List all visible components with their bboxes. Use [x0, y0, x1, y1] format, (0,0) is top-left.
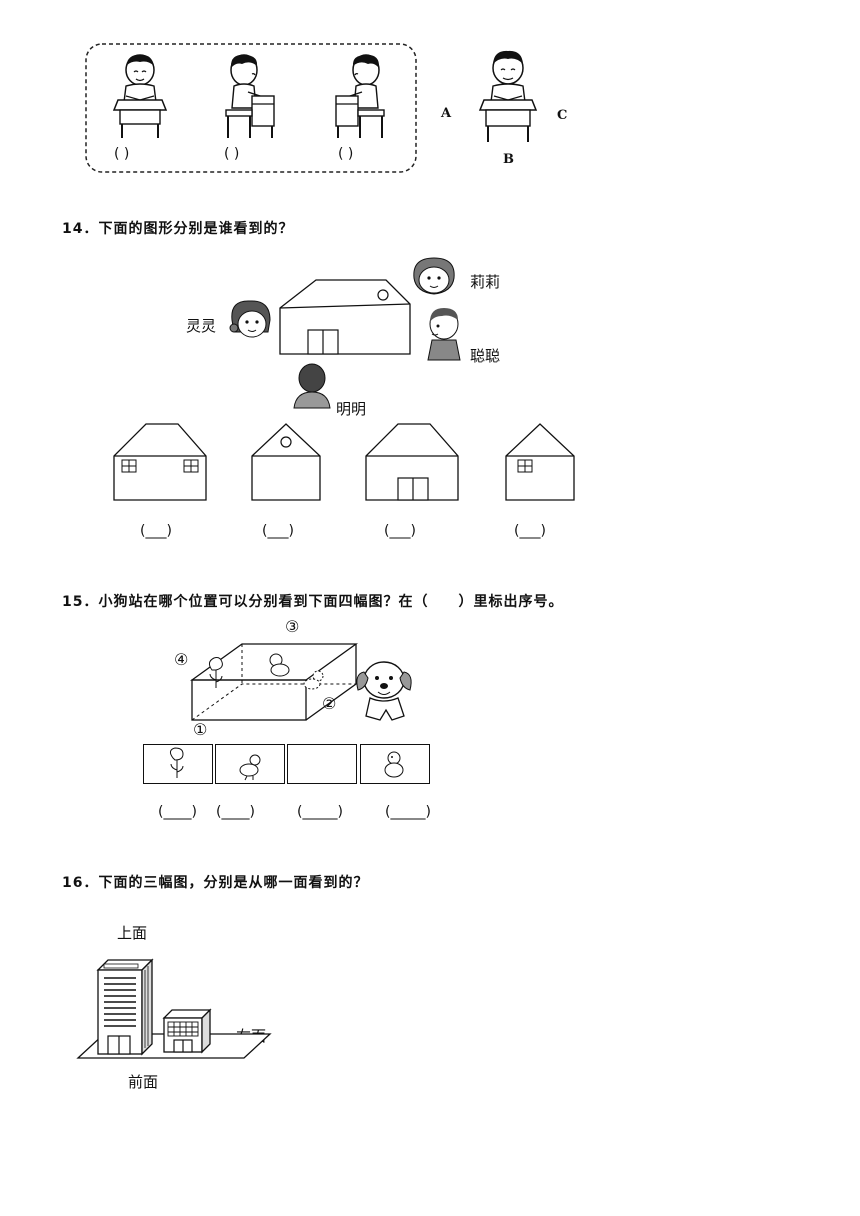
- label-front-side: 前面: [128, 1073, 159, 1091]
- view-panel-chick-front: [360, 744, 430, 784]
- house-view-gable-with-circle: [251, 423, 321, 501]
- house-3d-figure: [279, 279, 411, 355]
- position-marker-4: ④: [174, 650, 189, 669]
- answer-blank[interactable]: ( ): [114, 146, 130, 162]
- transparent-box-figure: [189, 643, 359, 721]
- answer-blank[interactable]: ( ): [338, 146, 354, 162]
- girl-lili-icon: [413, 257, 455, 295]
- name-label-congcong: 聪聪: [470, 347, 501, 365]
- question-title: 16．下面的三幅图，分别是从哪一面看到的？: [62, 875, 369, 891]
- answer-blank[interactable]: (___): [262, 523, 294, 539]
- boy-side-view-figure-mirrored: [335, 54, 385, 138]
- answer-blank[interactable]: ( ): [224, 146, 240, 162]
- question-title: 14．下面的图形分别是谁看到的？: [62, 221, 294, 237]
- answer-blank[interactable]: (_____): [297, 804, 343, 820]
- dashed-group-box: [85, 43, 417, 173]
- name-label-lingling: 灵灵: [186, 317, 217, 335]
- boy-congcong-icon: [427, 308, 461, 361]
- name-label-mingming: 明明: [336, 400, 367, 418]
- view-panel-empty: [287, 744, 357, 784]
- boy-front-view-figure: [112, 54, 168, 138]
- boy-reference-figure: [478, 50, 538, 142]
- view-panel-chick-side: [215, 744, 285, 784]
- answer-blank[interactable]: (___): [514, 523, 546, 539]
- position-marker-2: ②: [322, 694, 337, 713]
- label-top-side: 上面: [117, 924, 148, 942]
- answer-blank[interactable]: (____): [216, 804, 255, 820]
- position-label-a: A: [441, 106, 452, 121]
- view-panel-rose: [143, 744, 213, 784]
- house-view-gable-with-window: [505, 423, 575, 501]
- answer-blank[interactable]: (____): [158, 804, 197, 820]
- answer-blank[interactable]: (_____): [385, 804, 431, 820]
- house-view-side-two-windows: [113, 423, 207, 501]
- boy-side-view-figure: [225, 54, 275, 138]
- position-marker-1: ①: [193, 720, 208, 739]
- house-view-front-with-door: [365, 423, 459, 501]
- position-marker-3: ③: [285, 617, 300, 636]
- question-title: 15．小狗站在哪个位置可以分别看到下面四幅图？在（ ）里标出序号。: [62, 594, 564, 610]
- dog-icon: [356, 661, 412, 721]
- buildings-3d-figure: [76, 958, 272, 1059]
- answer-blank[interactable]: (___): [384, 523, 416, 539]
- name-label-lili: 莉莉: [470, 273, 501, 291]
- position-label-b: B: [503, 152, 514, 167]
- answer-blank[interactable]: (___): [140, 523, 172, 539]
- position-label-c: C: [557, 108, 568, 123]
- boy-mingming-icon: [293, 363, 331, 409]
- girl-lingling-icon: [229, 300, 271, 338]
